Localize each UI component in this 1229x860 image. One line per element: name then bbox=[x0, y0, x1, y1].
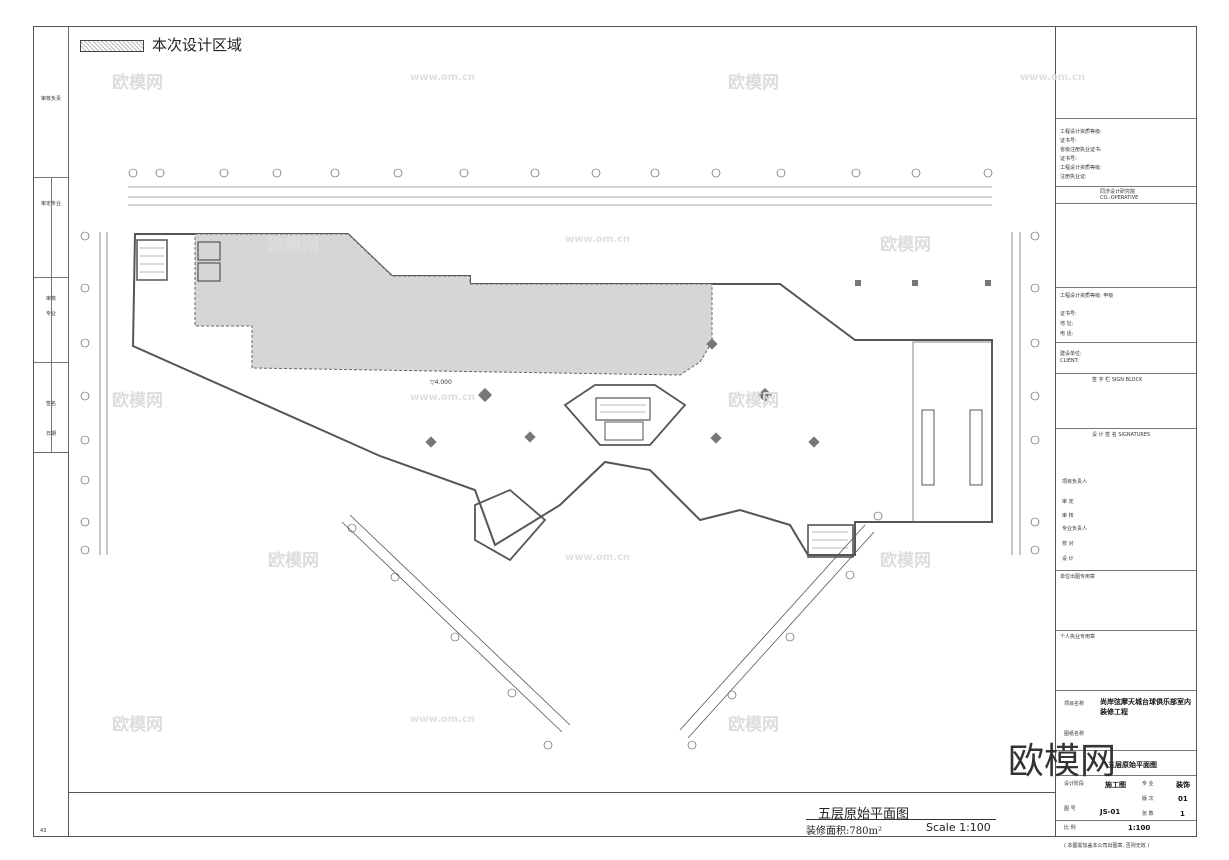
watermark-brand: 欧模网 bbox=[268, 551, 319, 571]
tb-version-label: 版 次 bbox=[1142, 796, 1154, 802]
left-strip-label: 专业 bbox=[45, 311, 56, 317]
watermark-url: www.om.cn bbox=[1020, 72, 1086, 83]
top-dimension-lines bbox=[128, 186, 992, 206]
tb-role: 项目负责人 bbox=[1062, 479, 1088, 485]
watermark-brand: 欧模网 bbox=[112, 73, 163, 93]
tb-cert: 证书号: bbox=[1060, 311, 1077, 317]
tb-row: 工程设计资质等级: bbox=[1060, 165, 1102, 171]
drawing-frame bbox=[33, 26, 1197, 837]
left-strip bbox=[34, 27, 69, 453]
watermark-brand: 欧模网 bbox=[112, 715, 163, 735]
tb-client: 建设单位: bbox=[1060, 351, 1082, 357]
tb-drawing-no-label: 图 号 bbox=[1064, 806, 1076, 812]
watermark-url: www.om.cn bbox=[410, 72, 476, 83]
watermark-brand: 欧模网 bbox=[728, 715, 779, 735]
title-underline bbox=[806, 819, 996, 820]
tb-sheet-label: 张 数 bbox=[1142, 811, 1154, 817]
tb-company: 同济设计研究院 bbox=[1100, 189, 1136, 195]
tb-discipline-label: 专 业 bbox=[1142, 781, 1154, 787]
left-strip-label: 日期 bbox=[45, 431, 56, 437]
wing-grid-lines bbox=[341, 514, 875, 739]
left-strip-label: 审定专业 bbox=[40, 201, 61, 207]
scale-text: Scale 1:100 bbox=[926, 821, 991, 834]
left-strip-label: 审核负责 bbox=[40, 96, 61, 102]
side-dimension-lines bbox=[99, 232, 1021, 555]
area-text: 装修面积:780m² bbox=[806, 826, 882, 837]
watermark-url: www.om.cn bbox=[565, 552, 631, 563]
tb-scale-label: 比 例 bbox=[1064, 825, 1076, 831]
watermark-brand: 欧模网 bbox=[880, 235, 931, 255]
watermark-url: www.om.cn bbox=[565, 234, 631, 245]
bottom-divider bbox=[68, 792, 1056, 793]
tb-project-label: 项目名称 bbox=[1064, 701, 1085, 707]
watermark-url: www.om.cn bbox=[410, 392, 476, 403]
tb-design-header: 设 计 签 名 SIGNATURES bbox=[1092, 432, 1151, 438]
tb-row: 工程设计资质等级: bbox=[1060, 129, 1102, 135]
tb-row: 注册执业证: bbox=[1060, 174, 1087, 180]
columns bbox=[425, 280, 991, 448]
legend-label: 本次设计区域 bbox=[152, 36, 243, 54]
grid-bubbles-side bbox=[80, 231, 1040, 555]
tb-sheet: 1 bbox=[1180, 810, 1185, 818]
watermark-brand: 欧模网 bbox=[728, 73, 779, 93]
tb-personal-stamp: 个人执业专用章 bbox=[1060, 634, 1096, 640]
left-strip-label: 签名 bbox=[45, 401, 56, 407]
tb-version: 01 bbox=[1178, 795, 1188, 803]
tb-scale-value: 1:100 bbox=[1128, 824, 1151, 832]
watermark-brand: 欧模网 bbox=[112, 391, 163, 411]
tb-role: 校 对 bbox=[1062, 541, 1074, 547]
tb-stage: 施工图 bbox=[1105, 781, 1126, 789]
tb-sign-header: 签 字 栏 SIGN BLOCK bbox=[1092, 377, 1143, 383]
grid-bubbles-top bbox=[128, 168, 993, 178]
legend-hatch-swatch bbox=[80, 40, 144, 52]
tb-stage-label: 设计阶段 bbox=[1064, 781, 1085, 787]
tb-drawing-name-label: 图纸名称 bbox=[1064, 731, 1085, 737]
tb-client-en: CLIENT: bbox=[1060, 358, 1079, 364]
tb-discipline: 装饰 bbox=[1176, 781, 1190, 789]
tb-row: 省级注册执业证书: bbox=[1060, 147, 1102, 153]
tb-project-name: 尚岸弦摩天城台球俱乐部室内装修工程 bbox=[1100, 698, 1191, 716]
tb-role: 专业负责人 bbox=[1062, 526, 1088, 532]
drawing-title: 五层原始平面图 bbox=[818, 807, 910, 822]
brand-watermark-large: 欧模网 bbox=[1008, 741, 1117, 782]
left-strip-label: 审核 bbox=[45, 296, 56, 302]
floor-plan: ▽4.000 bbox=[80, 168, 1040, 750]
tb-row: 证书号: bbox=[1060, 138, 1077, 144]
watermark-brand: 欧模网 bbox=[880, 551, 931, 571]
tb-role: 审 定 bbox=[1062, 499, 1074, 505]
tb-drawing-no: JS-01 bbox=[1100, 808, 1121, 816]
elevation-label: ▽4.000 bbox=[430, 379, 452, 386]
tb-role: 审 核 bbox=[1062, 513, 1074, 519]
tb-cert: 电 话: bbox=[1060, 331, 1074, 337]
tb-drawing-name: 五层原始平面图 bbox=[1108, 761, 1157, 769]
tb-footer: ( 本图需加盖本公司出图章, 否则无效 ) bbox=[1064, 843, 1150, 849]
tb-row: 证书号: bbox=[1060, 156, 1077, 162]
tb-client-label: 工程设计资质等级: 甲级 bbox=[1060, 293, 1114, 299]
page-number: 43 bbox=[40, 828, 47, 834]
tb-company-en: CO.-OPERATIVE bbox=[1100, 195, 1139, 201]
tb-role: 设 计 bbox=[1062, 556, 1074, 562]
tb-cert: 地 址: bbox=[1060, 321, 1074, 327]
watermark-brand: 欧模网 bbox=[728, 391, 779, 411]
tb-stamp: 单位出图专用章 bbox=[1060, 574, 1096, 580]
watermark-brand: 欧模网 bbox=[268, 235, 319, 255]
watermark-url: www.om.cn bbox=[410, 714, 476, 725]
